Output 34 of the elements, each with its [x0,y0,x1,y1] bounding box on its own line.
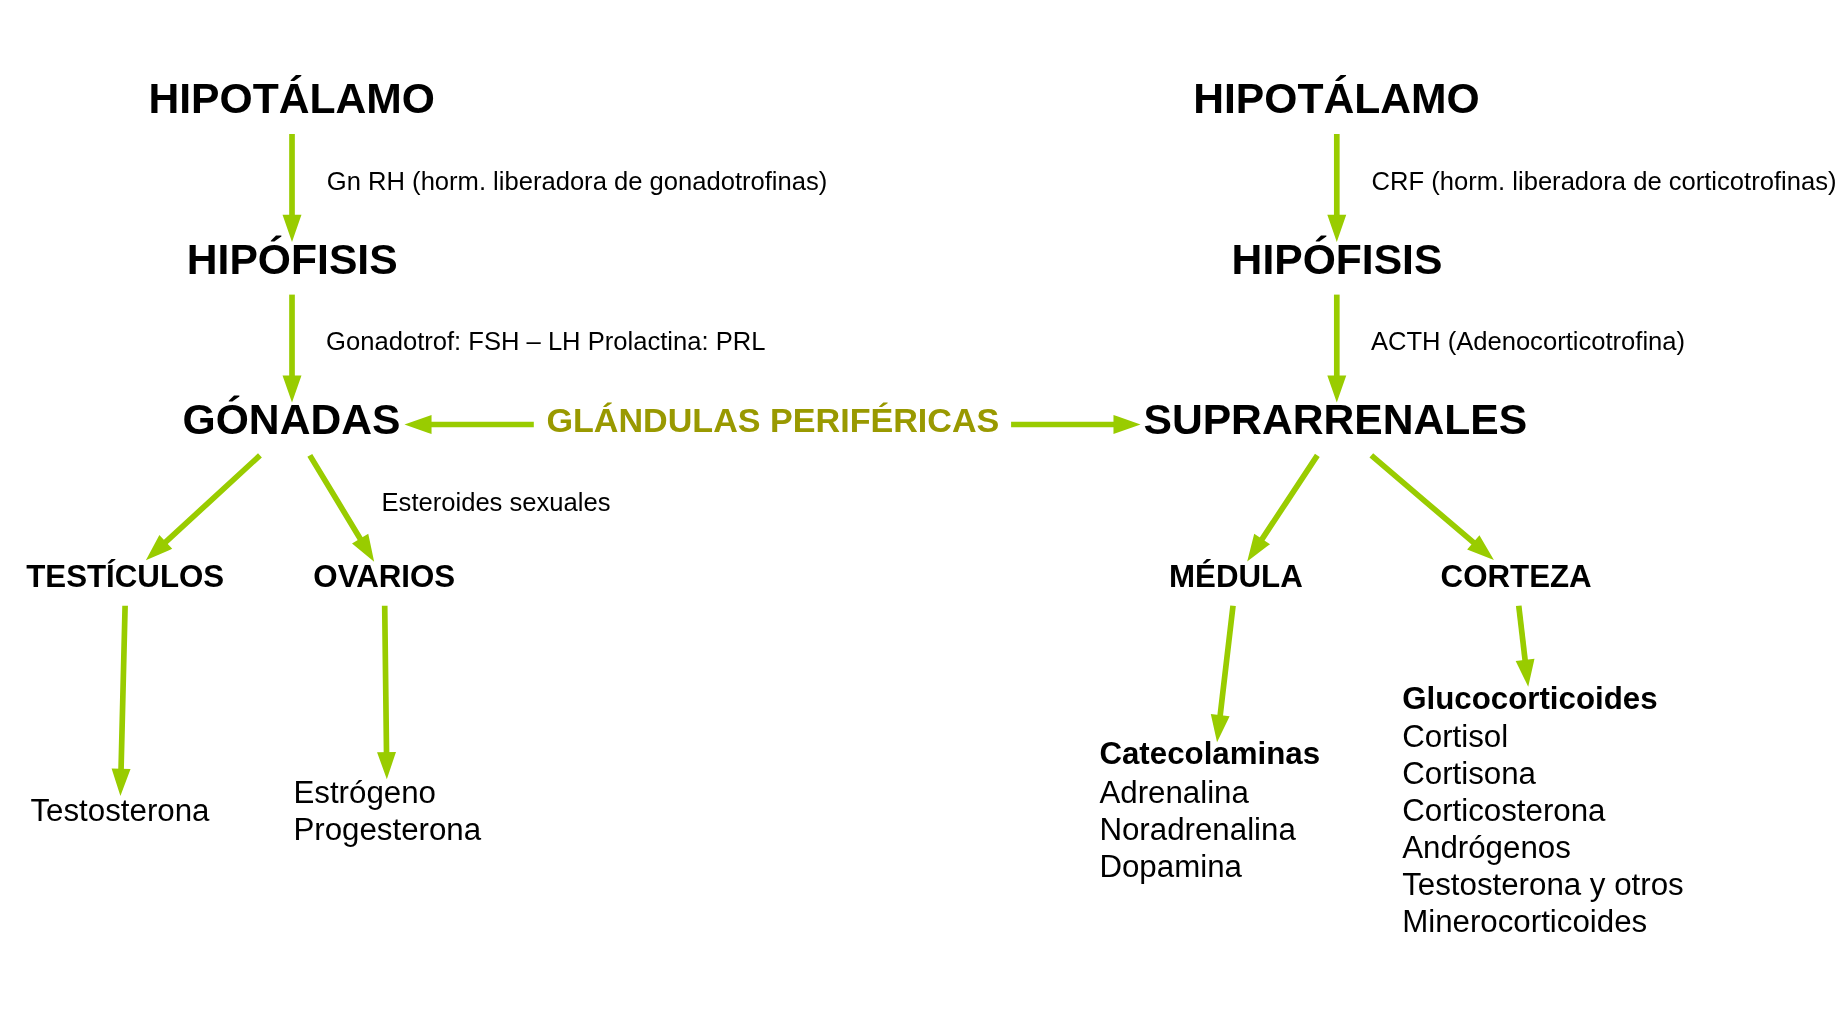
node-text: GLÁNDULAS PERIFÉRICAS [546,400,1000,439]
node-text: Estrógeno Progesterona [293,774,482,847]
node-text: HIPOTÁLAMO [1193,73,1480,122]
node-text: GÓNADAS [182,394,401,443]
edge-label: Gonadotrof: FSH – LH Prolactina: PRL [326,326,766,355]
arrow [1247,453,1320,562]
node-text: HIPOTÁLAMO [148,73,435,122]
edge-label: CRF (horm. liberadora de corticotrofinas) [1371,166,1837,195]
arrow [282,133,302,242]
node-text: HIPÓFISIS [186,234,398,283]
edge-label: Esteroides sexuales [381,487,611,516]
edge-label: Gn RH (horm. liberadora de gonadotrofinas) [326,166,828,195]
arrow [404,414,534,434]
arrow [1327,294,1347,403]
arrow [145,452,262,560]
arrow [1327,133,1347,242]
node-text: HIPÓFISIS [1231,234,1443,283]
arrow [1210,604,1236,742]
node-text: MÉDULA [1169,558,1303,594]
arrow [282,294,302,403]
node-text: Glucocorticoides Cortisol Cortisona Corticosterona Andrógenos Testosterona y otros Minerocorticoides [1402,680,1684,939]
node-text: OVARIOS [313,558,456,594]
arrow [111,605,131,796]
node-text: TESTÍCULOS [26,558,225,594]
node-text: CORTEZA [1440,558,1592,594]
arrow [1369,452,1494,560]
node-text: SUPRARRENALES [1143,394,1528,443]
edge-label: ACTH (Adenocorticotrofina) [1370,326,1686,355]
arrow [1515,604,1535,687]
node-text: Catecolaminas Adrenalina Noradrenalina Dopamina [1099,735,1321,884]
node-text: Testosterona [30,792,210,828]
arrow [307,453,375,562]
arrow [377,605,396,779]
arrow [1011,414,1141,434]
